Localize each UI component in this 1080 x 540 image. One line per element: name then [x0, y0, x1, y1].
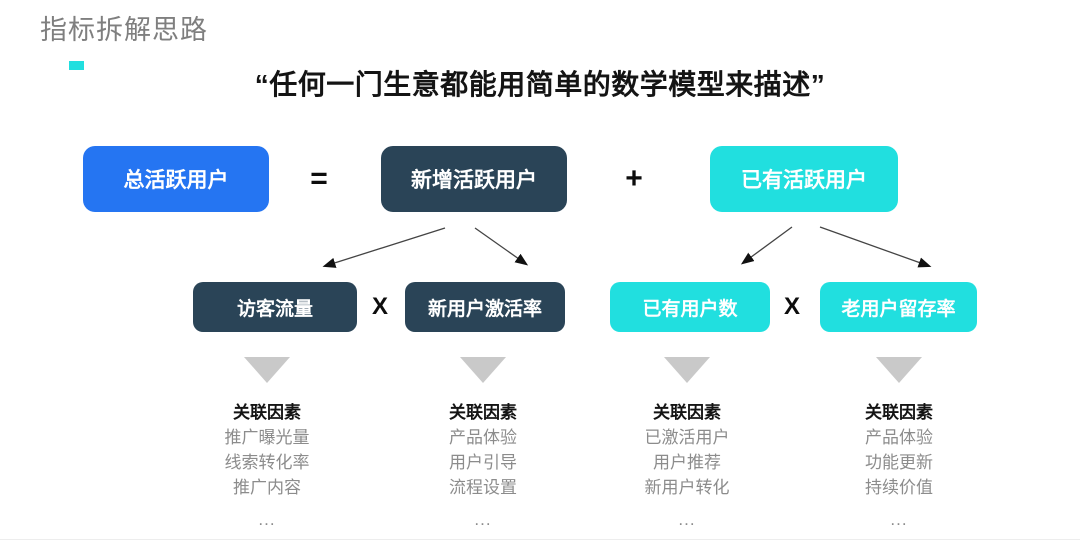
factor-item: 产品体验 — [865, 428, 933, 447]
factor-item: 持续价值 — [865, 478, 933, 497]
down-triangle-icon — [876, 357, 922, 383]
down-triangle-icon — [244, 357, 290, 383]
box-existing-user-count: 已有用户数 — [610, 282, 770, 332]
box-total-active-users: 总活跃用户 — [83, 146, 269, 212]
down-triangle-icon — [664, 357, 710, 383]
factor-item: 推广内容 — [233, 478, 301, 497]
box-old-user-retention-rate: 老用户留存率 — [820, 282, 977, 332]
box-new-active-users: 新增活跃用户 — [381, 146, 567, 212]
arrow-existing-to-count — [740, 226, 793, 265]
factor-more-ellipsis: ... — [890, 510, 908, 529]
box-existing-active-users: 已有活跃用户 — [710, 146, 898, 212]
factor-more-ellipsis: ... — [258, 510, 276, 529]
quote-heading: “任何一门生意都能用简单的数学模型来描述” — [254, 69, 826, 100]
factor-item: 线索转化率 — [224, 453, 310, 472]
factor-item: 新用户转化 — [644, 478, 730, 497]
factor-item: 产品体验 — [449, 428, 517, 447]
arrow-new-to-traffic — [322, 227, 446, 268]
times-operator-left: X — [371, 293, 388, 320]
arrow-new-to-activation — [474, 227, 529, 266]
factor-column-heading: 关联因素 — [653, 403, 721, 422]
arrow-existing-to-retention — [819, 226, 932, 268]
factor-item: 推广曝光量 — [224, 428, 310, 447]
slide-title: 指标拆解思路 — [40, 15, 208, 45]
plus-operator: + — [625, 162, 643, 195]
factor-item: 功能更新 — [865, 453, 933, 472]
accent-square-icon — [69, 61, 84, 70]
factor-column-heading: 关联因素 — [233, 403, 301, 422]
factor-item: 用户推荐 — [653, 453, 721, 472]
factor-more-ellipsis: ... — [474, 510, 492, 529]
factor-item: 已激活用户 — [644, 428, 730, 447]
factor-column-retention: 关联因素 产品体验 功能更新 持续价值 ... — [814, 400, 984, 532]
times-operator-right: X — [783, 293, 800, 320]
box-visitor-traffic: 访客流量 — [193, 282, 357, 332]
factor-item: 流程设置 — [449, 478, 517, 497]
box-new-user-activation-rate: 新用户激活率 — [405, 282, 565, 332]
factor-column-heading: 关联因素 — [865, 403, 933, 422]
factor-more-ellipsis: ... — [678, 510, 696, 529]
factor-column-existing-count: 关联因素 已激活用户 用户推荐 新用户转化 ... — [602, 400, 772, 532]
factor-column-visitor-traffic: 关联因素 推广曝光量 线索转化率 推广内容 ... — [182, 400, 352, 532]
down-triangle-icon — [460, 357, 506, 383]
factor-column-activation: 关联因素 产品体验 用户引导 流程设置 ... — [398, 400, 568, 532]
equals-operator: = — [310, 162, 328, 195]
factor-item: 用户引导 — [449, 453, 517, 472]
factor-column-heading: 关联因素 — [449, 403, 517, 422]
